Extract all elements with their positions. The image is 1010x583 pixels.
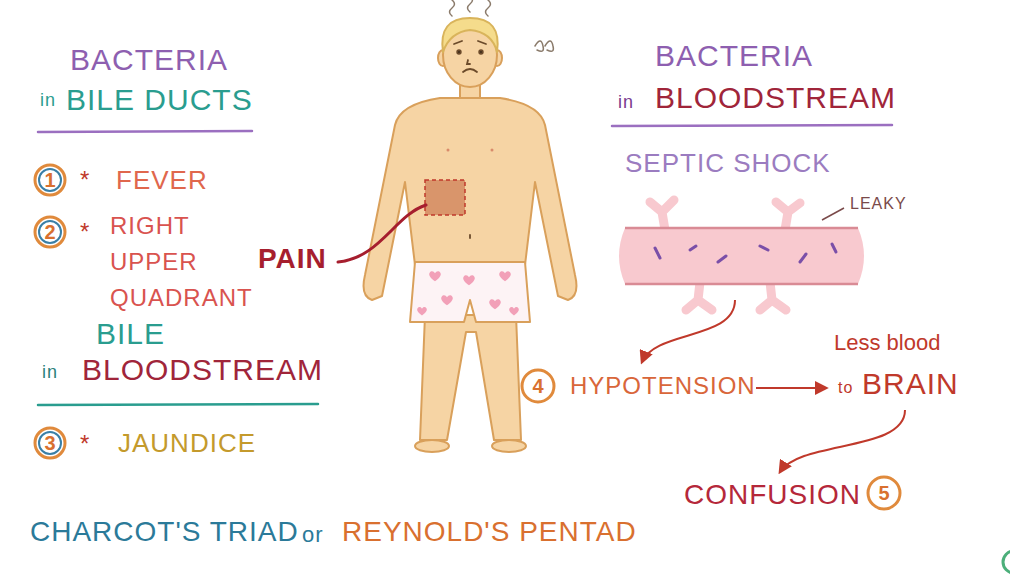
flow-text: to [838, 378, 853, 397]
heading-word: BILE DUCTS [66, 82, 253, 118]
symptom-text: FEVER [116, 165, 208, 196]
underline [612, 125, 892, 126]
flow-text: BRAIN [862, 366, 959, 402]
callout-number: 3 [33, 426, 67, 460]
heading-joiner: in [618, 92, 634, 114]
flow-text: Less blood [834, 330, 940, 356]
callout-number: 2 [33, 215, 67, 249]
callout-circle: 3 [33, 426, 67, 460]
callout-circle: 1 [33, 163, 67, 197]
symptom-text: PAIN [258, 242, 327, 276]
heading-word: BLOODSTREAM [82, 352, 323, 388]
asterisk: * [80, 218, 90, 247]
flow-arrow [780, 410, 905, 472]
flow-arrow [642, 300, 735, 362]
heading-joiner: in [42, 362, 58, 384]
flow-arrow [756, 387, 826, 389]
callout-circle: 5 [866, 475, 902, 511]
callout-number: 5 [866, 475, 902, 511]
heading-word: BACTERIA [70, 42, 228, 78]
leaky-pointer [822, 208, 844, 220]
pain-leader [338, 205, 426, 262]
boxer-hearts [417, 271, 519, 315]
callout-number: 4 [520, 368, 556, 404]
heading-word: BACTERIA [655, 38, 813, 74]
annotation-text: LEAKY [850, 194, 907, 213]
heading-word: BILE [96, 316, 165, 352]
heading-joiner: in [40, 90, 56, 112]
callout-circle: 2 [33, 215, 67, 249]
summary-text: REYNOLD'S PENTAD [342, 515, 637, 549]
symptom-text: CONFUSION [684, 478, 861, 512]
heading-word: BLOODSTREAM [655, 80, 896, 116]
callout-number: 1 [33, 163, 67, 197]
patient-figure [364, 18, 577, 452]
subheading-text: SEPTIC SHOCK [625, 148, 831, 179]
summary-joiner: or [302, 522, 324, 548]
leaky-vessel [619, 200, 864, 310]
underline [38, 131, 252, 132]
pain-region [425, 180, 465, 215]
heat-lines [450, 0, 554, 51]
underline [38, 404, 318, 405]
callout-circle: 4 [520, 368, 556, 404]
asterisk: * [80, 430, 90, 459]
asterisk: * [80, 166, 90, 195]
summary-text: CHARCOT'S TRIAD [30, 515, 299, 549]
symptom-text: RIGHT UPPER QUADRANT [110, 208, 280, 316]
symptom-text: HYPOTENSION [570, 372, 756, 401]
corner-badge [1003, 551, 1010, 573]
symptom-text: JAUNDICE [118, 428, 256, 459]
